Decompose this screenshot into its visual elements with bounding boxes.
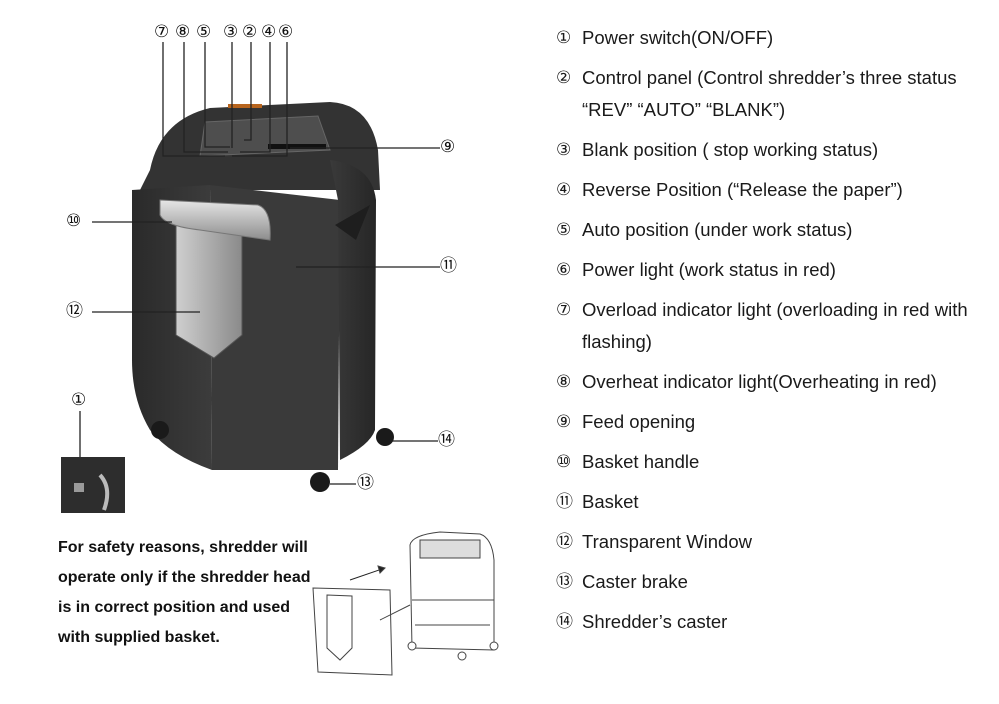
callout-control-panel: ② [242,22,258,42]
legend-text: Power switch(ON/OFF) [582,27,774,48]
legend-number: ① [556,28,572,48]
legend-item: ③ Blank position ( stop working status) [556,134,996,166]
legend-text: Transparent Window [582,531,752,552]
legend-text: Reverse Position (“Release the paper”) [582,179,903,200]
caster-brake-shape [310,472,330,492]
callout-feed-opening: ⑨ [440,137,456,157]
legend-number: ⑩ [556,452,572,472]
legend-item: ⑩ Basket handle [556,446,996,478]
caster-left [151,421,169,439]
basket-handle-shape [159,199,271,241]
brand-strip [228,104,262,108]
legend-number: ⑭ [556,612,573,632]
callout-auto-position: ⑤ [196,22,212,42]
legend-text: Basket [582,491,639,512]
legend-number: ③ [556,140,572,160]
callout-basket: ⑪ [440,256,457,276]
legend-item: ⑦ Overload indicator light (overloading i… [556,294,996,358]
legend-item: ⑥ Power light (work status in red) [556,254,996,286]
legend-text: Blank position ( stop working status) [582,139,879,160]
legend-number: ⑫ [556,532,573,552]
legend-text: Basket handle [582,451,700,472]
legend-number: ⑤ [556,220,572,240]
legend-number: ② [556,68,572,88]
legend-item: ⑪ Basket [556,486,996,518]
legend-number: ⑦ [556,300,572,320]
callout-overload-light: ⑦ [154,22,170,42]
legend-text: Power light (work status in red) [582,259,836,280]
legend-text: Caster brake [582,571,688,592]
caster-right [376,428,394,446]
legend-item: ④ Reverse Position (“Release the paper”) [556,174,996,206]
callout-power-switch: ① [71,390,87,410]
callout-overheat-light: ⑧ [175,22,191,42]
legend-number: ⑧ [556,372,572,392]
legend-number: ④ [556,180,572,200]
power-switch-photo [61,457,125,513]
callout-transparent-window: ⑫ [66,301,83,321]
legend-text: Auto position (under work status) [582,219,853,240]
legend-item: ⑭ Shredder’s caster [556,606,996,638]
parts-legend: ① Power switch(ON/OFF) ② Control panel (Co… [556,22,996,646]
legend-text: Overload indicator light (overloading in… [582,299,968,352]
callout-shredder-caster: ⑭ [438,430,455,450]
legend-item: ⑨ Feed opening [556,406,996,438]
legend-text: Shredder’s caster [582,611,728,632]
callout-reverse-position: ④ [261,22,277,42]
transparent-window-shape [175,224,243,359]
callout-basket-handle: ⑩ [66,211,82,231]
legend-text: Overheat indicator light(Overheating in … [582,371,937,392]
legend-item: ⑫ Transparent Window [556,526,996,558]
top-callout-lines [79,42,440,490]
legend-item: ① Power switch(ON/OFF) [556,22,996,54]
control-panel [199,115,331,157]
legend-text: Control panel (Control shredder’s three … [582,67,957,120]
legend-item: ⑬ Caster brake [556,566,996,598]
legend-item: ② Control panel (Control shredder’s three… [556,62,996,126]
callout-caster-brake: ⑬ [357,473,374,493]
callout-blank-position: ③ [223,22,239,42]
legend-number: ⑪ [556,492,573,512]
legend-number: ⑥ [556,260,572,280]
legend-number: ⑬ [556,572,573,592]
legend-number: ⑨ [556,412,572,432]
legend-item: ⑧ Overheat indicator light(Overheating in… [556,366,996,398]
legend-text: Feed opening [582,411,696,432]
callout-power-light: ⑥ [278,22,294,42]
safety-note: For safety reasons, shredder will operat… [58,539,311,646]
legend-item: ⑤ Auto position (under work status) [556,214,996,246]
installation-sketch [312,531,499,676]
